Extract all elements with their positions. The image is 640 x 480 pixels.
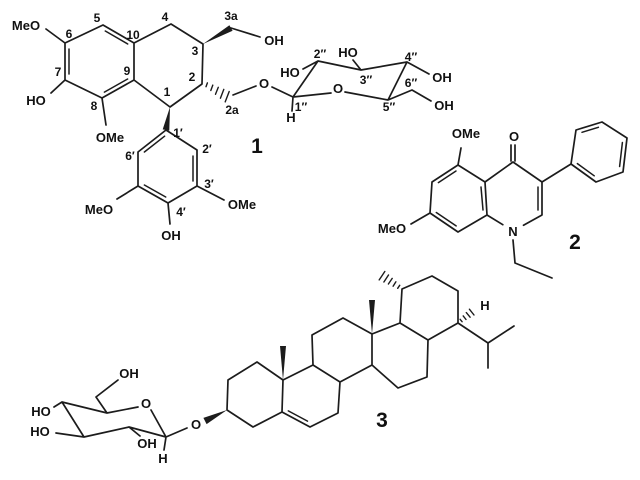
c1-label-ome-3prime: OMe: [228, 197, 256, 212]
c2-label-n1: N: [508, 224, 517, 239]
c1-label-ho-7: HO: [26, 93, 46, 108]
c3-wedge-bond-o-c3: [203, 410, 227, 425]
c3-label-oh-6s: OH: [119, 366, 139, 381]
c1-label-meo-5prime: MeO: [85, 202, 113, 217]
c1-label-5: 5: [94, 11, 101, 25]
compound-3: H OH HO HO OH H O O 3: [30, 270, 515, 466]
c2-label-carbonyl-o: O: [509, 129, 519, 144]
c1-label-1prime: 1′: [173, 126, 183, 140]
c1-label-10: 10: [126, 28, 140, 42]
c3-hashed-h-bond: [459, 308, 475, 323]
c1-label-oh-4s: OH: [432, 70, 452, 85]
c1-label-3prime: 3′: [204, 177, 214, 191]
c1-label-glycosidic-o: O: [259, 76, 269, 91]
c3-double-bond-line: [287, 410, 309, 422]
c1-label-8: 8: [91, 99, 98, 113]
c1-label-6: 6: [66, 27, 73, 41]
c1-label-1dprime: 1″: [295, 100, 308, 114]
c1-label-oh-3a: OH: [264, 33, 284, 48]
c3-label-oh-2s: OH: [137, 436, 157, 451]
c1-bonds: [45, 23, 432, 225]
c1-label-1: 1: [164, 85, 171, 99]
compound-2: OMe O MeO N 2: [378, 121, 628, 279]
c3-label-h: H: [480, 298, 489, 313]
c1-label-meo-6: MeO: [12, 18, 40, 33]
c1-wedge-bond-1-1prime: [162, 107, 170, 131]
c3-label-ho-4s: HO: [31, 404, 51, 419]
c1-label-2dprime: 2″: [314, 47, 327, 61]
c1-label-4dprime: 4″: [405, 50, 418, 64]
c2-label-meo-7: MeO: [378, 221, 406, 236]
c1-label-5dprime: 5″: [383, 100, 396, 114]
c3-wedge-methyl-c13: [369, 300, 375, 334]
c3-compound-number: 3: [376, 409, 388, 432]
c2-double-bond-lines: [435, 126, 624, 227]
c1-label-6dprime: 6″: [405, 76, 418, 90]
c1-compound-number: 1: [251, 135, 263, 158]
c1-label-ho-2s: HO: [280, 65, 300, 80]
c1-label-3: 3: [192, 44, 199, 58]
c1-label-anomeric-h: H: [286, 110, 295, 125]
c1-label-ring-o: O: [333, 81, 343, 96]
c1-label-oh-6s: OH: [434, 98, 454, 113]
c1-label-ho-3s: HO: [338, 45, 358, 60]
c1-wedge-bond-3a: [203, 25, 233, 44]
c1-label-4: 4: [162, 10, 169, 24]
c3-wedge-methyl-c10: [280, 346, 286, 380]
c1-label-3dprime: 3″: [360, 73, 373, 87]
c1-label-oh-4prime: OH: [161, 228, 181, 243]
c1-double-bond-lines: [68, 30, 194, 198]
c1-label-3a: 3a: [224, 9, 238, 23]
c2-label-ome-5: OMe: [452, 126, 480, 141]
c1-label-2: 2: [189, 70, 196, 84]
c3-label-ring-o: O: [141, 396, 151, 411]
c1-label-9: 9: [124, 64, 131, 78]
c1-label-ome-8: OMe: [96, 130, 124, 145]
c1-label-2prime: 2′: [202, 142, 212, 156]
c1-label-7: 7: [55, 65, 62, 79]
c2-compound-number: 2: [569, 231, 581, 254]
c3-label-anomeric-h: H: [158, 451, 167, 466]
c1-hashed-bond-2a: [205, 82, 230, 103]
compound-1: MeO 5 4 3a OH 6 10 3 9 2 7 HO 1 8 2a OMe…: [12, 9, 454, 243]
c2-bonds: [410, 121, 628, 279]
c1-label-4prime: 4′: [176, 205, 186, 219]
c3-hashed-methyl: [378, 270, 401, 289]
c1-label-2a: 2a: [225, 103, 239, 117]
c1-label-6prime: 6′: [125, 149, 135, 163]
c3-label-ho-3s: HO: [30, 424, 50, 439]
c3-label-glycosidic-o: O: [191, 417, 201, 432]
